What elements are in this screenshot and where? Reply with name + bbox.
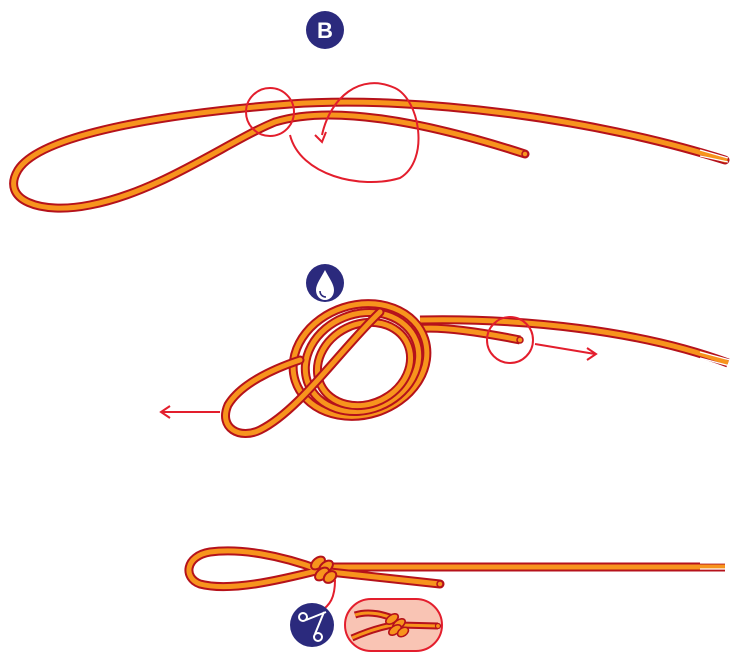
wrap-arrow (289, 82, 420, 184)
step-wet-markers (159, 316, 598, 419)
step-wet-badge (306, 264, 344, 302)
trimmed-knot-inset (344, 598, 443, 652)
pull-left-arrow-head (159, 405, 171, 419)
pull-right-arrow (534, 343, 596, 355)
step-b-group: B (9, 11, 730, 213)
step-b-rope (9, 97, 730, 213)
wrap-arrow-head (314, 131, 327, 144)
step-finish-rope (184, 546, 728, 592)
step-b-badge-label: B (317, 18, 333, 43)
step-b-badge: B (306, 11, 344, 49)
pull-right-arrow-head (586, 347, 598, 361)
tag-end-circle (486, 316, 534, 364)
step-finish-badge (290, 603, 334, 647)
step-finish-group (184, 546, 728, 652)
step-wet-group (159, 264, 731, 439)
step-b-badge-circle (306, 11, 344, 49)
crossing-circle (245, 87, 295, 137)
scissors-icon (298, 611, 327, 642)
step-b-markers (245, 82, 420, 184)
step-wet-rope (221, 299, 731, 439)
